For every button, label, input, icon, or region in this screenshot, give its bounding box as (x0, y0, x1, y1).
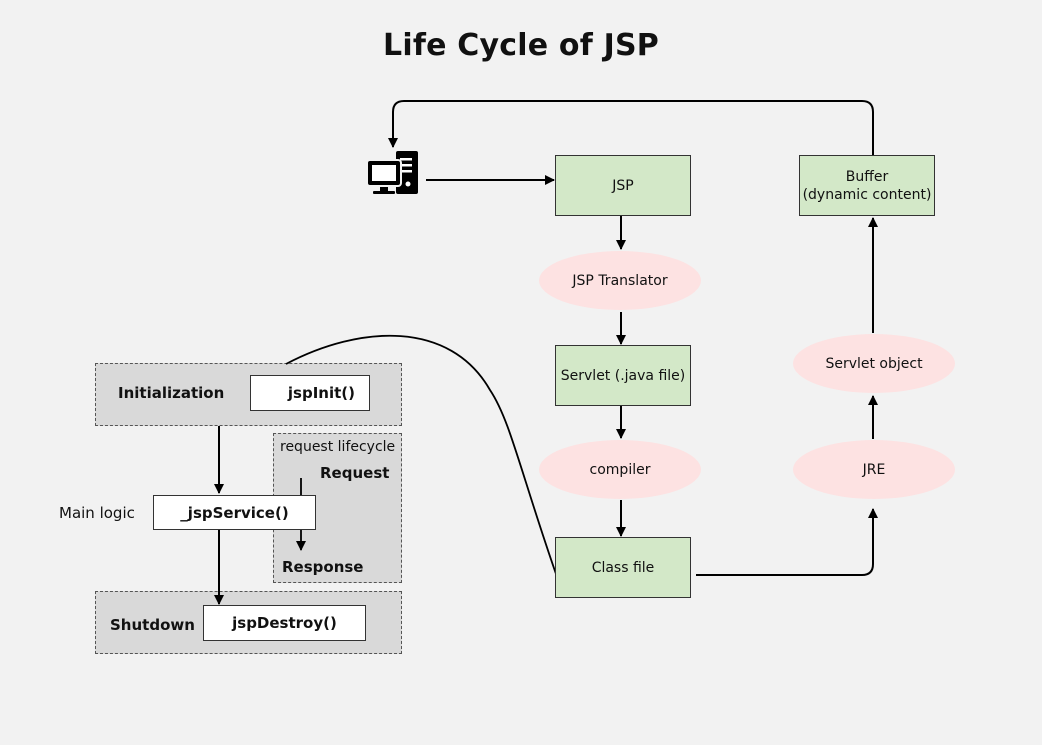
shutdown-label: Shutdown (110, 616, 195, 634)
jspdestroy-label: jspDestroy() (232, 614, 337, 632)
jre-label: JRE (862, 461, 886, 478)
initialization-label: Initialization (118, 384, 225, 402)
jsp-translator-ellipse[interactable]: JSP Translator (539, 251, 701, 310)
buffer-box[interactable]: Buffer (dynamic content) (799, 155, 935, 216)
diagram-title: Life Cycle of JSP (383, 28, 659, 63)
jspservice-label: _jspService() (180, 503, 289, 522)
main-logic-label: Main logic (59, 504, 135, 522)
class-file-box[interactable]: Class file (555, 537, 691, 598)
computer-icon[interactable] (366, 150, 420, 196)
compiler-label: compiler (589, 461, 651, 478)
class-file-label: Class file (591, 559, 655, 576)
servlet-object-label: Servlet object (825, 355, 923, 372)
servlet-java-box[interactable]: Servlet (.java file) (555, 345, 691, 406)
request-label: Request (320, 464, 390, 482)
jsp-box[interactable]: JSP (555, 155, 691, 216)
buffer-sublabel: (dynamic content) (802, 186, 932, 203)
jspinit-box[interactable]: jspInit() (250, 375, 370, 411)
jsp-label: JSP (612, 177, 634, 194)
servlet-java-label: Servlet (.java file) (560, 367, 686, 384)
jspservice-box[interactable]: _jspService() (153, 495, 316, 530)
jspdestroy-box[interactable]: jspDestroy() (203, 605, 366, 641)
compiler-ellipse[interactable]: compiler (539, 440, 701, 499)
buffer-label: Buffer (845, 168, 889, 185)
jsp-translator-label: JSP Translator (572, 272, 668, 289)
request-lifecycle-label: request lifecycle (280, 439, 396, 455)
jspinit-label: jspInit() (287, 384, 355, 402)
arrow-buffer-to-client (388, 100, 874, 155)
servlet-object-ellipse[interactable]: Servlet object (793, 334, 955, 393)
arrow-classfile-to-jre (696, 508, 878, 576)
jre-ellipse[interactable]: JRE (793, 440, 955, 499)
response-label: Response (282, 558, 364, 576)
curve-classfile-to-initialization (285, 334, 557, 575)
